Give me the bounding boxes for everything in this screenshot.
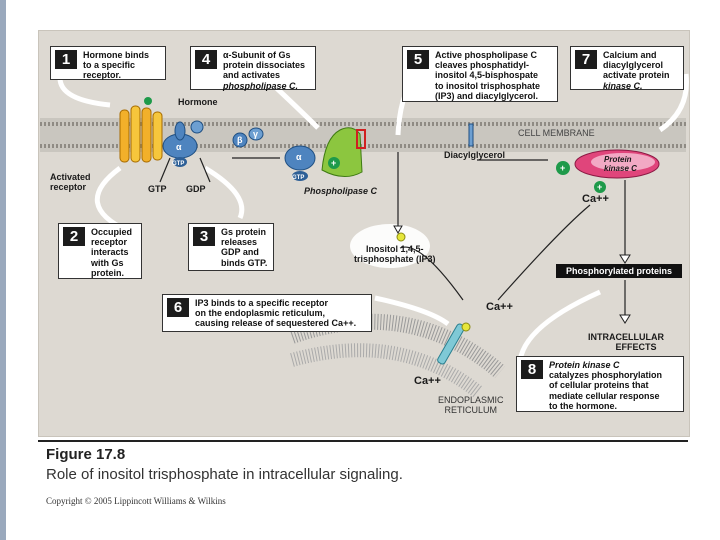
- g-protein-icon: [162, 120, 204, 167]
- step-5-number: 5: [407, 50, 429, 69]
- figure-caption: Role of inositol trisphosphate in intrac…: [46, 466, 403, 483]
- receptor-icon: [119, 105, 163, 163]
- endoplasmic-reticulum-icon: [289, 313, 506, 398]
- gtp-label: GTP: [148, 184, 167, 194]
- plus-circle-icon: [556, 161, 570, 175]
- alpha-subunit-icon: [284, 145, 316, 181]
- figure-number: Figure 17.8: [46, 446, 126, 463]
- caption-rule: [38, 440, 688, 442]
- step-7-box: 7 Calcium and diacylglycerol activate pr…: [570, 46, 684, 91]
- step-5-text: Active phospholipase C cleaves phosphati…: [435, 50, 540, 101]
- hormone-label: Hormone: [178, 97, 218, 107]
- step-3-number: 3: [193, 227, 215, 246]
- gtp-small-label-2: GTP: [292, 175, 305, 181]
- protein-kinase-c-label: Protein kinase C: [604, 155, 637, 173]
- ca-label-mid: Ca++: [486, 301, 513, 313]
- gamma-label: γ: [253, 129, 259, 139]
- step-8-box: 8 Protein kinase C catalyzes phosphoryla…: [516, 356, 684, 412]
- step-2-box: 2 Occupied receptor interacts with Gs pr…: [58, 223, 142, 279]
- plus-label: +: [331, 158, 337, 168]
- step-8-text: Protein kinase C catalyzes phosphorylati…: [549, 360, 663, 411]
- ip3-label: Inositol 1,4,5- trisphosphate (IP3): [354, 244, 436, 264]
- activated-receptor-label: Activated receptor: [50, 172, 91, 192]
- step-7-text: Calcium and diacylglycerol activate prot…: [603, 50, 670, 91]
- step-6-box: 6 IP3 binds to a specific receptor on th…: [162, 294, 372, 332]
- diacylglycerol-label: Diacylglycerol: [444, 150, 506, 160]
- step-3-box: 3 Gs protein releases GDP and binds GTP.: [188, 223, 274, 271]
- step-4-box: 4 α-Subunit of Gs protein dissociates an…: [190, 46, 316, 91]
- diacylglycerol-marker: [468, 123, 474, 147]
- er-label: ENDOPLASMIC RETICULUM: [438, 395, 504, 415]
- gtp-small-label: GTP: [172, 161, 185, 167]
- step-4-text: α-Subunit of Gs protein dissociates and …: [223, 50, 306, 91]
- phospholipase-c-icon: [321, 127, 366, 177]
- intracellular-effects-label: INTRACELLULAR EFFECTS: [588, 332, 664, 352]
- step-3-text: Gs protein releases GDP and binds GTP.: [221, 227, 268, 268]
- left-edge-strip: [0, 0, 6, 540]
- alpha-label: α: [176, 142, 182, 152]
- ca-label-bottom: Ca++: [414, 375, 441, 387]
- step-4-number: 4: [195, 50, 217, 69]
- gdp-label: GDP: [186, 184, 206, 194]
- step-1-text: Hormone binds to a specific receptor.: [83, 50, 150, 81]
- flow-arrowheads: [393, 225, 631, 324]
- plus-label-2: +: [560, 163, 566, 173]
- step-2-number: 2: [63, 227, 85, 246]
- step-5-box: 5 Active phospholipase C cleaves phospha…: [402, 46, 558, 102]
- step-1-number: 1: [55, 50, 77, 69]
- ip3-glow: [350, 224, 430, 268]
- plus-label-3: +: [597, 182, 603, 192]
- phosphorylated-proteins-box: Phosphorylated proteins: [556, 264, 682, 278]
- ip3-molecule: [396, 232, 406, 242]
- hormone-molecule: [144, 97, 152, 105]
- ca-label-top: Ca++: [582, 193, 609, 205]
- step-8-number: 8: [521, 360, 543, 379]
- copyright-notice: Copyright © 2005 Lippincott Williams & W…: [46, 496, 226, 506]
- step-7-number: 7: [575, 50, 597, 69]
- alpha-label-2: α: [296, 152, 302, 162]
- step-6-number: 6: [167, 298, 189, 317]
- beta-label: β: [237, 135, 243, 145]
- step-2-text: Occupied receptor interacts with Gs prot…: [91, 227, 133, 278]
- step-1-box: 1 Hormone binds to a specific receptor.: [50, 46, 166, 80]
- plus-circle-icon: [594, 181, 606, 193]
- phospholipase-c-label: Phospholipase C: [304, 186, 378, 196]
- cell-membrane-label: CELL MEMBRANE: [518, 128, 595, 138]
- beta-gamma-subunit-icon: [232, 127, 264, 148]
- step-6-text: IP3 binds to a specific receptor on the …: [195, 298, 357, 329]
- flow-arrows: [159, 152, 626, 318]
